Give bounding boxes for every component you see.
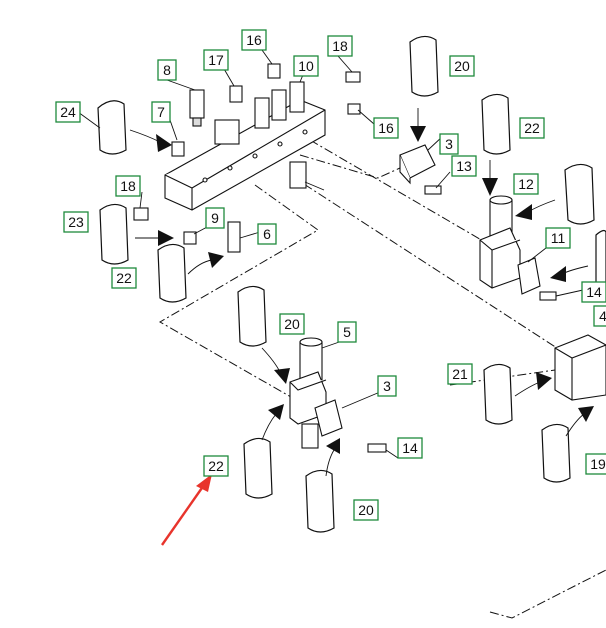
- callout-21: 21: [447, 363, 473, 385]
- manifold-block: [164, 81, 326, 211]
- callout-label: 22: [116, 270, 132, 286]
- flow-arrows: [129, 108, 594, 477]
- callout-14: 14: [581, 281, 606, 303]
- callout-8: 8: [157, 59, 177, 81]
- glove-icon-23: [99, 203, 129, 265]
- callout-23: 23: [63, 211, 89, 233]
- callout-20: 20: [449, 55, 475, 77]
- callout-label: 3: [383, 378, 391, 394]
- fitting-8-mid: [289, 161, 307, 189]
- callout-6: 6: [257, 223, 277, 245]
- callout-10: 10: [293, 55, 319, 77]
- callout-label: 16: [246, 32, 262, 48]
- callout-label: 10: [298, 58, 314, 74]
- callout-5: 5: [337, 321, 357, 343]
- glove-icon-21: [483, 363, 513, 425]
- callout-24: 24: [55, 101, 81, 123]
- screw-18-left: [133, 207, 149, 221]
- callout-label: 23: [68, 214, 84, 230]
- callout-13: 13: [451, 155, 477, 177]
- callout-label: 6: [263, 226, 271, 242]
- glove-icon-22-bottom: [243, 437, 273, 499]
- valve-12: [479, 195, 557, 301]
- cover-plate-3-top: [399, 144, 442, 195]
- callout-22: 22: [203, 455, 229, 477]
- block-4: [554, 334, 606, 401]
- callout-14: 14: [397, 437, 423, 459]
- valve-5: [289, 337, 387, 453]
- callout-label: 21: [452, 366, 468, 382]
- plug-9: [183, 231, 197, 245]
- callout-16: 16: [241, 29, 267, 51]
- glove-icon-24: [97, 100, 127, 155]
- glove-icons: [97, 35, 606, 533]
- screw-16-right: [347, 103, 361, 115]
- callout-label: 14: [586, 284, 602, 300]
- callout-label: 18: [332, 38, 348, 54]
- glove-icon-22-left: [157, 243, 187, 303]
- fitting-8-top: [189, 89, 205, 127]
- fitting-6: [227, 221, 241, 253]
- glove-icon-right-top: [564, 163, 595, 225]
- highlight-arrow: [161, 474, 212, 546]
- callout-label: 20: [358, 502, 374, 518]
- callout-label: 8: [163, 62, 171, 78]
- callout-20: 20: [353, 499, 379, 521]
- callout-17: 17: [203, 49, 229, 71]
- callout-label: 20: [454, 58, 470, 74]
- glove-icon-20-top: [409, 35, 439, 97]
- callout-label: 3: [445, 136, 453, 152]
- glove-icon-22-top: [481, 93, 511, 155]
- callout-9: 9: [205, 207, 225, 229]
- plug-7: [171, 141, 185, 157]
- callout-18: 18: [115, 175, 141, 197]
- callout-label: 13: [456, 158, 472, 174]
- callout-label: 18: [120, 178, 136, 194]
- callout-19: 19: [585, 453, 606, 475]
- callout-18: 18: [327, 35, 353, 57]
- callout-22: 22: [111, 267, 137, 289]
- glove-icon-19: [541, 423, 571, 483]
- callout-label: 4: [599, 308, 606, 324]
- callout-label: 5: [343, 324, 351, 340]
- callout-label: 9: [211, 210, 219, 226]
- glove-icon-20-bottom: [305, 469, 335, 533]
- callout-label: 16: [378, 120, 394, 136]
- callout-7: 7: [151, 101, 171, 123]
- callout-label: 24: [60, 104, 76, 120]
- callout-label: 7: [157, 104, 165, 120]
- callout-12: 12: [513, 173, 539, 195]
- glove-icon-20-mid: [237, 285, 267, 347]
- callout-label: 22: [524, 120, 540, 136]
- callout-11: 11: [545, 227, 571, 249]
- callout-label: 22: [208, 458, 224, 474]
- callout-3: 3: [377, 375, 397, 397]
- callout-3: 3: [439, 133, 459, 155]
- callout-20: 20: [279, 313, 305, 335]
- callout-16: 16: [373, 117, 399, 139]
- callout-label: 11: [551, 230, 566, 246]
- callout-label: 19: [590, 456, 606, 472]
- plug-16-top: [267, 63, 281, 79]
- callout-22: 22: [519, 117, 545, 139]
- callout-label: 20: [284, 316, 300, 332]
- plug-17: [229, 85, 243, 103]
- callout-label: 17: [208, 52, 224, 68]
- callout-4: 4: [593, 305, 606, 327]
- assembly-lines: [158, 139, 606, 619]
- callout-label: 14: [402, 440, 418, 456]
- screw-18-top: [345, 71, 361, 83]
- callout-label: 12: [518, 176, 534, 192]
